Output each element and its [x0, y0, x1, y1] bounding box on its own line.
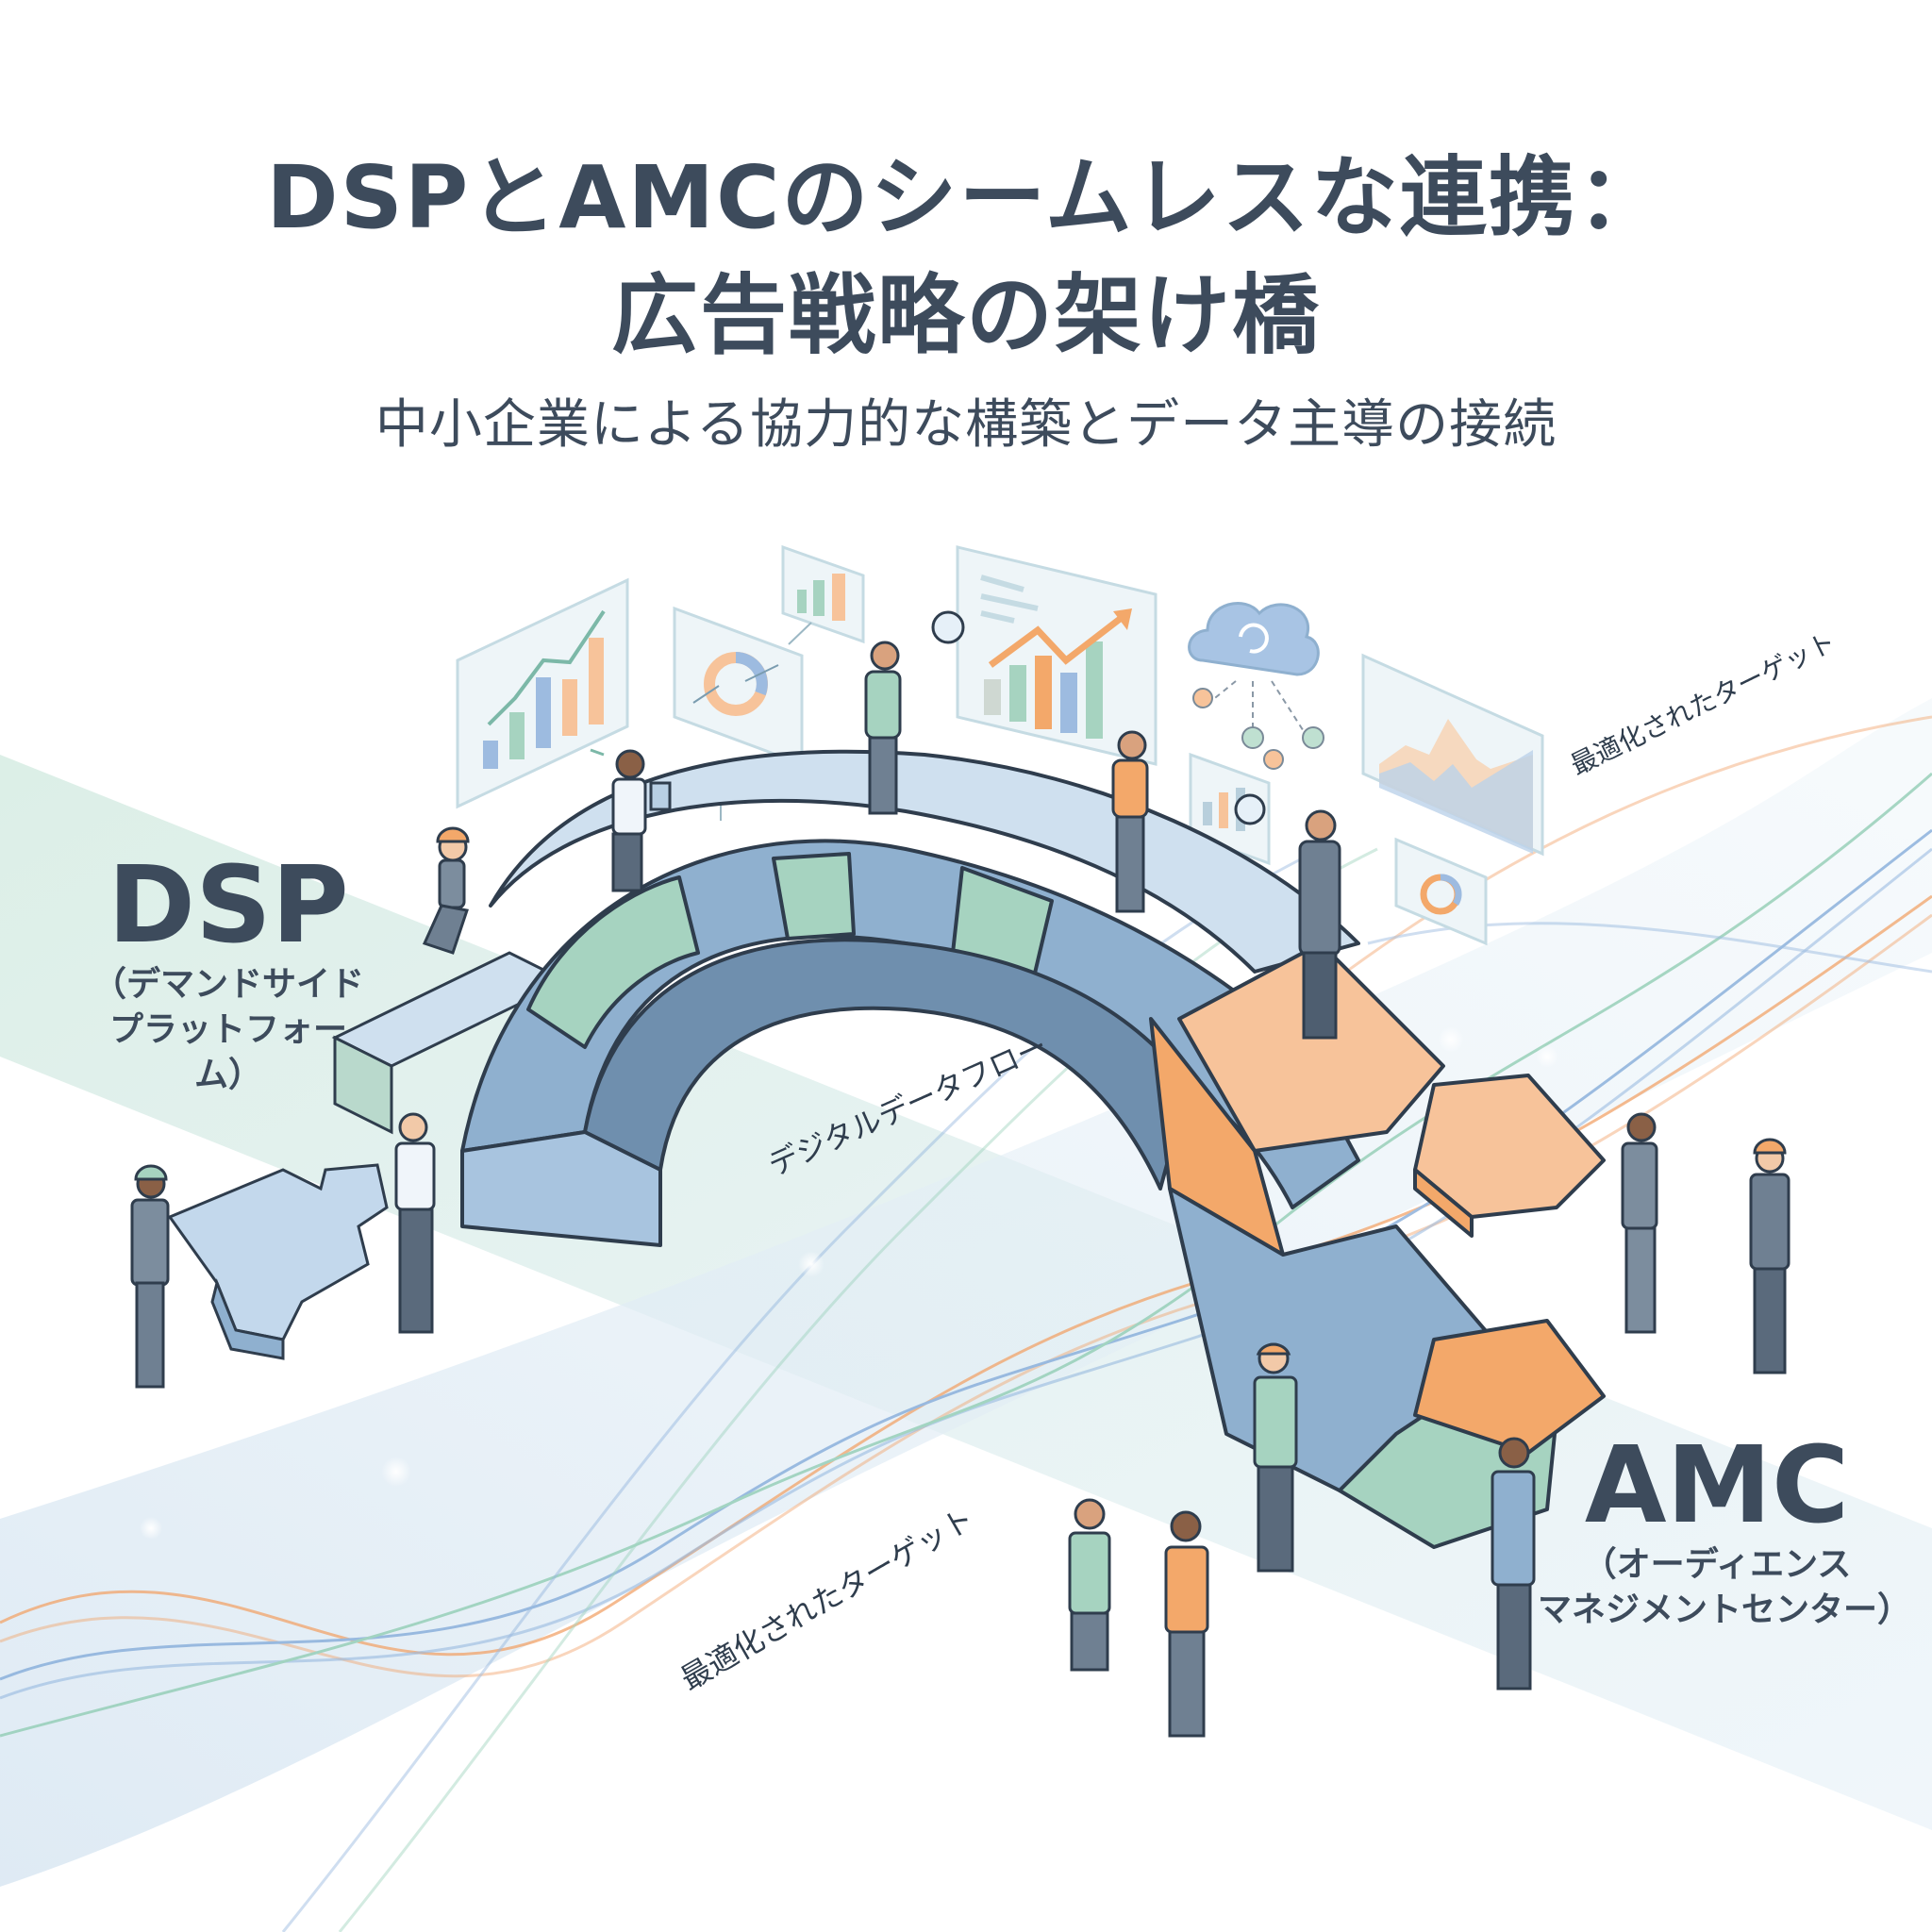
- amc-name: AMC: [1584, 1424, 1850, 1547]
- person-hardhat-document: [1253, 1342, 1298, 1573]
- page-title-line1: DSPとAMCのシームレスな連携：: [266, 147, 1666, 248]
- panel-growth-chart: [456, 577, 629, 809]
- amc-fullname-line2: マネジメントセンター）: [1538, 1591, 1912, 1629]
- person-magnifier-woman: [864, 610, 965, 815]
- person-tablet-woman: [1068, 1498, 1111, 1672]
- panel-donut-small: [1394, 837, 1488, 946]
- person-hardhat-carrier: [130, 1164, 170, 1389]
- dsp-fullname-line2: プラットフォーム）: [108, 1010, 347, 1094]
- person-whiteshirt-carrier: [394, 1112, 436, 1334]
- dsp-fullname-line1: （デマンドサイド: [92, 965, 364, 1004]
- dsp-name: DSP: [108, 844, 349, 967]
- dsp-label: DSP （デマンドサイド プラットフォーム）: [87, 849, 370, 1098]
- panel-donut-chart: [673, 606, 804, 821]
- glow-particles: [140, 1026, 1558, 1594]
- people: [130, 610, 1790, 1738]
- person-paper-man: [1491, 1437, 1536, 1690]
- data-waves: [0, 715, 1932, 1932]
- page-subtitle: 中小企業による協力的な構築とデータ主導の接続: [375, 394, 1557, 456]
- person-magnifier-man: [1234, 793, 1341, 1040]
- panel-trend-bar-chart: [956, 545, 1158, 766]
- panel-small-bar-chart: [781, 544, 865, 645]
- person-hardhat-kneeling: [422, 826, 470, 955]
- carried-puzzle-piece: [167, 1163, 389, 1360]
- person-tablet-man: [611, 749, 672, 892]
- dsp-base-block: [331, 951, 570, 1135]
- person-piece-woman: [1621, 1112, 1658, 1334]
- page-title-line2: 広告戦略の架け橋: [610, 265, 1321, 366]
- panel-area-chart: [1361, 653, 1544, 857]
- amc-label: AMC （オーディエンス マネジメントセンター）: [1538, 1424, 1912, 1633]
- person-hardhat-tablet: [1749, 1138, 1790, 1374]
- person-clipboard-woman: [1111, 730, 1149, 913]
- cloud-sync-icon: [1188, 602, 1324, 770]
- person-orange-sweater: [1164, 1510, 1209, 1738]
- amc-fullname-line1: （オーディエンス: [1582, 1545, 1852, 1584]
- digital-data-stream: [0, 698, 1932, 1887]
